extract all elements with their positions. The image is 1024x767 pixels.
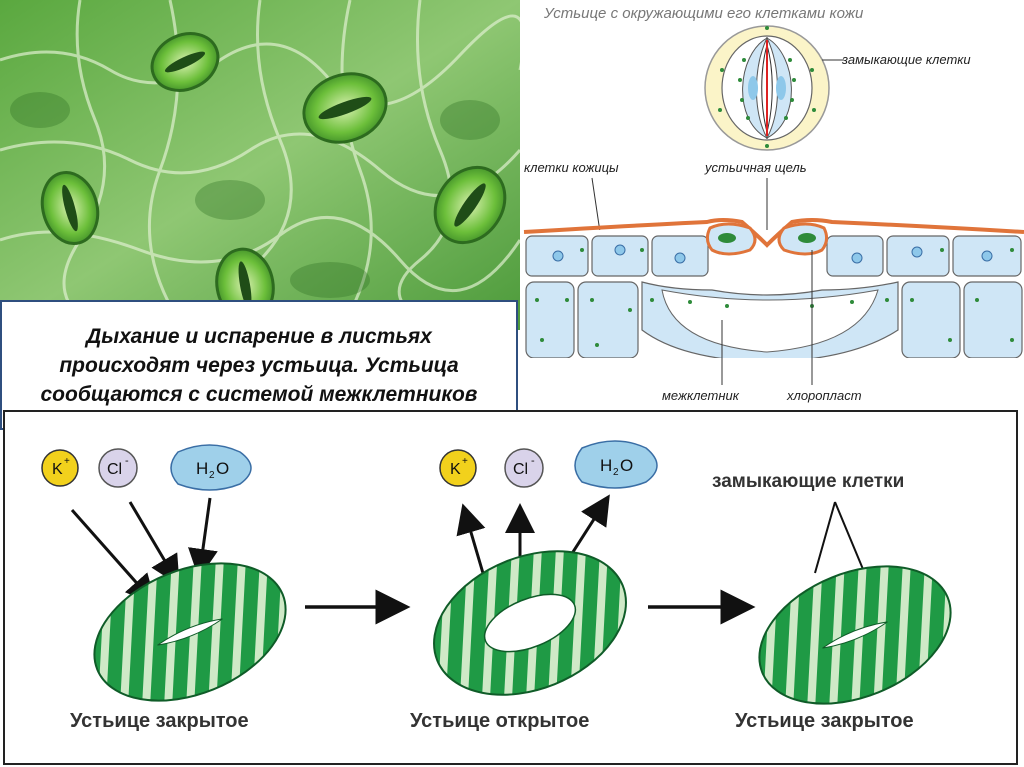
caption-text: Дыхание и испарение в листьях происходят… (40, 324, 478, 406)
stoma-1 (150, 32, 220, 92)
leaf-surface-image (0, 0, 526, 332)
svg-text:+: + (462, 456, 468, 467)
ion-cl-1: Cl (107, 461, 122, 478)
svg-text:-: - (125, 455, 129, 467)
svg-text:-: - (531, 455, 535, 467)
caption-box: Дыхание и испарение в листьях происходят… (0, 300, 518, 430)
svg-text:O: O (216, 459, 229, 478)
state-label-3: Устьице закрытое (735, 710, 914, 732)
state-label-1: Устьице закрытое (70, 710, 249, 732)
ions-group-2: K + Cl - H 2 O (439, 440, 658, 489)
water-1: H (196, 459, 208, 478)
stoma-2 (302, 72, 388, 144)
ion-cl-2: Cl (513, 461, 528, 478)
stoma-closed-1 (93, 562, 287, 702)
svg-text:2: 2 (209, 470, 215, 481)
stoma-mechanism-diagram: K + Cl - H 2 O K + Cl - (0, 410, 1024, 767)
water-2: H (600, 456, 612, 475)
stoma-top-view (704, 25, 830, 151)
label-intercellular: межклетник (662, 388, 740, 403)
label-chloroplast: хлоропласт (786, 388, 862, 403)
guard-cells-label: замыкающие клетки (712, 471, 904, 492)
stoma-3 (40, 171, 100, 245)
svg-text:+: + (64, 456, 70, 467)
leaf-cross-section (523, 218, 1024, 388)
label-slit: устьичная щель (704, 160, 807, 175)
stoma-4 (433, 165, 507, 245)
label-epidermis: клетки кожицы (524, 160, 619, 175)
stoma-section-diagram: Устьице с окружающими его клетками кожи … (522, 0, 1024, 410)
leaf-surface-photo (0, 0, 526, 332)
state-label-2: Устьице открытое (410, 710, 589, 732)
stoma-closed-2 (758, 565, 952, 705)
stoma-open (433, 550, 627, 696)
ion-k-1: K (52, 461, 63, 478)
svg-text:O: O (620, 456, 633, 475)
ion-k-2: K (450, 461, 461, 478)
svg-text:2: 2 (613, 467, 619, 478)
ions-group-1: K + Cl - H 2 O (41, 444, 252, 491)
section-title: Устьице с окружающими его клетками кожи (543, 5, 864, 22)
label-guard-cells: замыкающие клетки (841, 52, 971, 67)
